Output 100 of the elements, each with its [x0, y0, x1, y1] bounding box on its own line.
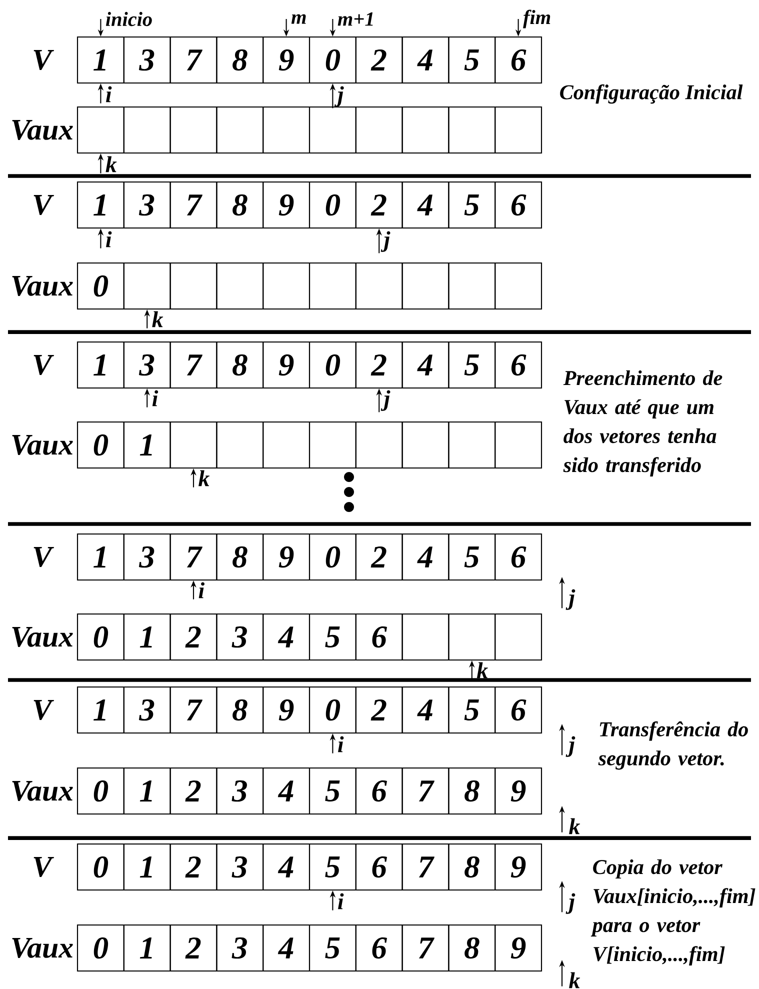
array-cell: 0 [76, 262, 124, 310]
array-cell [402, 106, 450, 154]
row-label: Vaux [12, 120, 73, 140]
array-cell: 8 [448, 843, 496, 891]
row-label: V [34, 355, 54, 375]
array-cell: 3 [123, 36, 171, 84]
array-cell: 5 [448, 686, 496, 734]
array-cell [355, 106, 403, 154]
pointer-label: j [380, 390, 390, 411]
array-cell [262, 421, 310, 469]
array-cell: 9 [262, 341, 310, 389]
array-cell: 1 [123, 613, 171, 661]
array-cell: 2 [170, 843, 218, 891]
array-cell: 9 [494, 843, 542, 891]
array-cell: 9 [262, 686, 310, 734]
array-cell: 8 [448, 924, 496, 972]
array-cell: 7 [170, 181, 218, 229]
array-cell: 3 [216, 843, 264, 891]
array-cell: 7 [170, 341, 218, 389]
note-text: Configuração Inicial [560, 84, 743, 104]
array-cell: 0 [308, 36, 356, 84]
array-cell: 3 [216, 613, 264, 661]
array-cell: 2 [170, 767, 218, 815]
array-cell: 4 [402, 181, 450, 229]
array-cell [448, 421, 496, 469]
array-cell [170, 106, 218, 154]
array-cell: 3 [216, 924, 264, 972]
array-cell: 0 [76, 421, 124, 469]
array-cell: 0 [76, 767, 124, 815]
pointer-label: j [380, 231, 390, 252]
array-cell: 3 [123, 181, 171, 229]
array-cell: 8 [216, 36, 264, 84]
array-cell [355, 262, 403, 310]
array-cell [494, 613, 542, 661]
pointer-label: i [106, 231, 112, 248]
array-cell: 8 [448, 767, 496, 815]
array-cell [402, 262, 450, 310]
array-cell: 6 [494, 36, 542, 84]
array-cell: 7 [170, 533, 218, 581]
array-cell: 1 [76, 181, 124, 229]
array-cell: 5 [448, 533, 496, 581]
array-cell [308, 421, 356, 469]
array-cell: 4 [262, 843, 310, 891]
array-cell [123, 262, 171, 310]
array-cell: 7 [402, 843, 450, 891]
pointer-label: k [569, 972, 580, 988]
array-cell: 2 [355, 533, 403, 581]
array-cell: 3 [123, 341, 171, 389]
array-cell: 6 [494, 181, 542, 229]
pointer-label: k [152, 311, 164, 328]
array-cell: 7 [402, 767, 450, 815]
row-label: V [34, 195, 54, 215]
array-cell: 4 [402, 341, 450, 389]
pointer-label: fim [523, 10, 550, 28]
array-cell: 4 [262, 924, 310, 972]
array-cell [494, 262, 542, 310]
array-cell [262, 106, 310, 154]
array-cell: 2 [170, 613, 218, 661]
note-text: Preenchimento de Vaux até que um dos vetores tenha sido transferido [563, 370, 722, 476]
row-label: Vaux [12, 435, 73, 455]
row-label: Vaux [12, 276, 73, 296]
array-cell: 9 [494, 924, 542, 972]
array-cell: 4 [402, 533, 450, 581]
pointer-label: i [198, 582, 204, 598]
array-cell: 2 [170, 924, 218, 972]
array-cell [355, 421, 403, 469]
pointer-label: i [106, 86, 112, 102]
array-cell: 9 [262, 36, 310, 84]
array-cell: 5 [308, 843, 356, 891]
note-text: Copia do vetor Vaux[inicio,...,fim] para o vetor V[inicio,...,fim] [590, 859, 756, 966]
array-cell: 8 [216, 181, 264, 229]
array-cell: 1 [76, 533, 124, 581]
array-cell: 0 [308, 181, 356, 229]
array-cell: 1 [123, 767, 171, 815]
pointer-label: i [338, 893, 344, 910]
row-label: V [34, 547, 54, 567]
pointer-label: k [569, 818, 580, 834]
pointer-label: m+1 [338, 12, 373, 26]
array-cell: 7 [170, 36, 218, 84]
array-cell: 3 [123, 686, 171, 734]
array-cell: 6 [355, 613, 403, 661]
array-cell: 6 [494, 686, 542, 734]
array-cell: 5 [448, 36, 496, 84]
array-cell: 2 [355, 686, 403, 734]
array-cell: 8 [216, 341, 264, 389]
array-cell: 5 [448, 181, 496, 229]
array-cell: 9 [262, 181, 310, 229]
array-cell: 7 [402, 924, 450, 972]
pointer-label: j [334, 86, 344, 107]
array-cell [402, 421, 450, 469]
array-cell: 0 [308, 686, 356, 734]
array-cell: 0 [308, 533, 356, 581]
array-cell [308, 262, 356, 310]
array-cell: 0 [308, 341, 356, 389]
pointer-label: j [566, 893, 576, 914]
array-cell [123, 106, 171, 154]
array-cell [216, 106, 264, 154]
pointer-label: inicio [106, 12, 152, 26]
array-cell: 4 [262, 767, 310, 815]
pointer-label: m [291, 14, 306, 24]
